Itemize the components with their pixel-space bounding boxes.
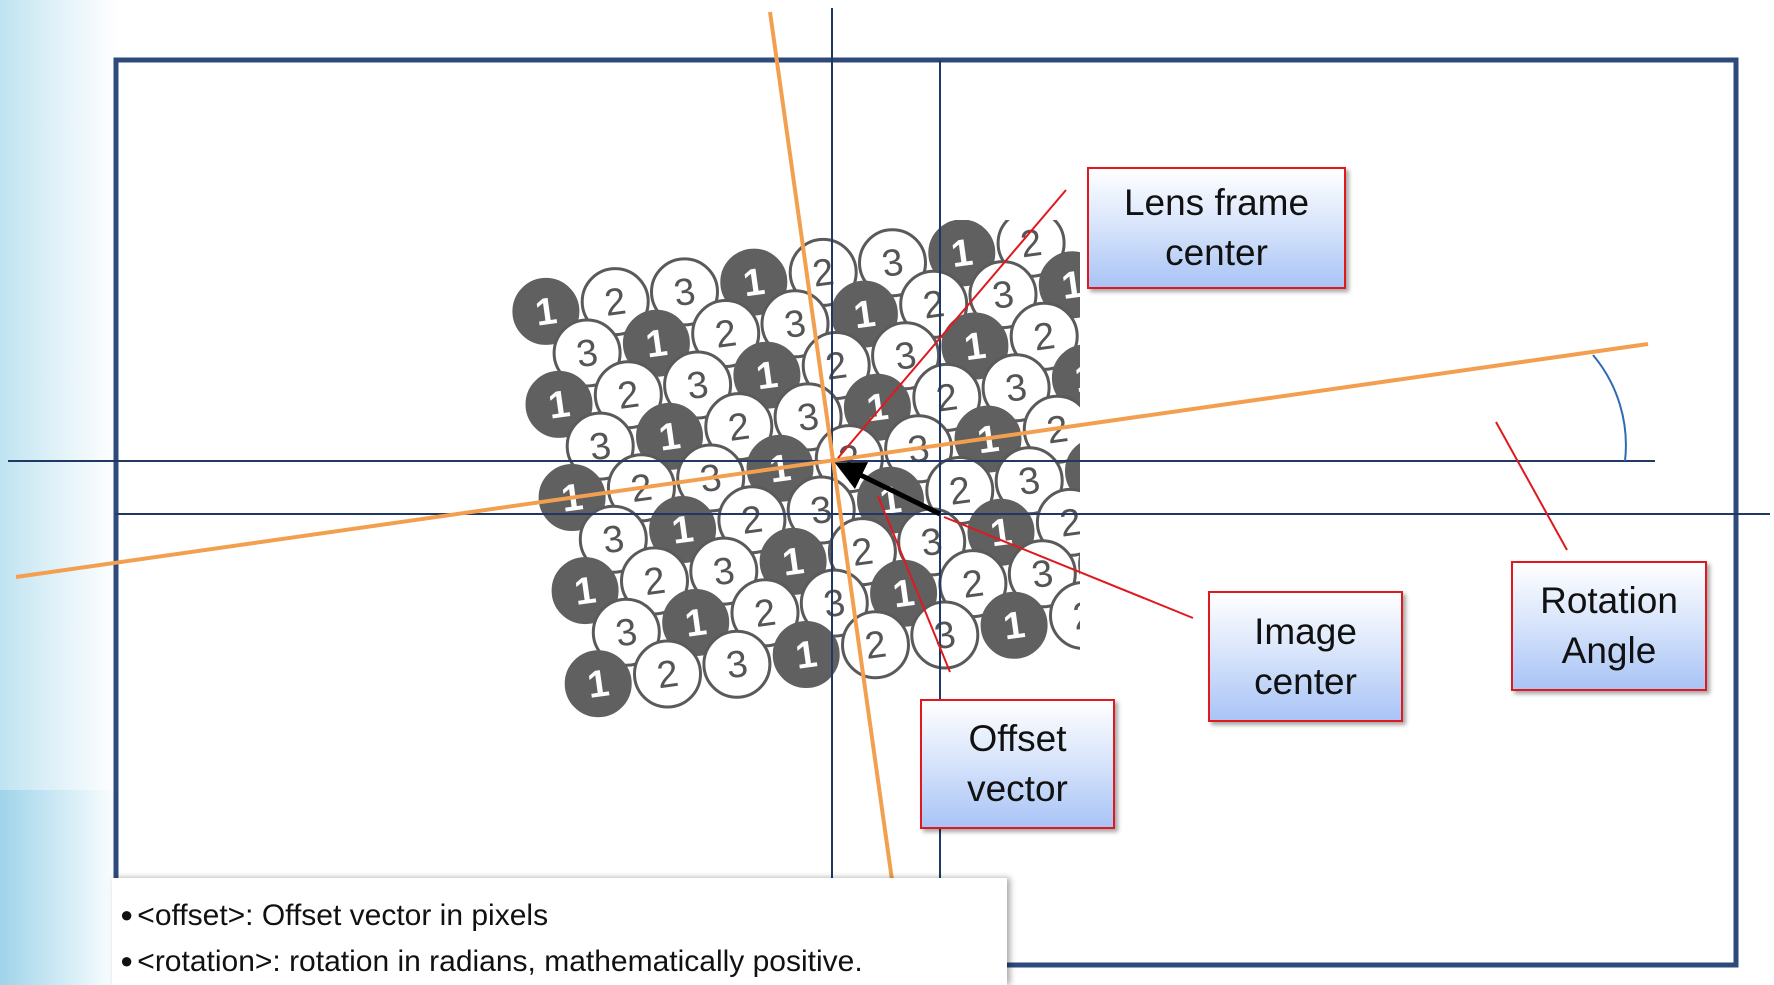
lens-circle [633,639,702,709]
lens-circle [525,370,593,438]
lens-pattern: 1231231231231231123123123123123112312312… [512,220,1112,718]
lens-circle [1007,539,1077,609]
lens-circle-label: 1 [1059,264,1086,309]
note-offset-text: <offset>: Offset vector in pixels [137,899,549,932]
rotation-angle-callout: Rotation Angle [1511,561,1707,691]
leader-rotation-angle [1495,421,1568,551]
lens-circle [968,260,1038,330]
lens-circle [689,536,759,606]
lens-circle [512,277,580,345]
image-center-callout: Image center [1208,591,1403,722]
lens-circle [858,228,927,298]
background-accent-top [0,0,120,790]
background-accent-bottom [0,790,120,985]
leader-image-center [943,516,1194,619]
lens-circle [578,504,648,574]
lens-circle [981,353,1051,423]
lens-circle [551,557,619,625]
lens-circle [841,610,910,680]
lens-circle-label: 1 [1072,357,1099,402]
notes-box: ●<offset>: Offset vector in pixels ●<rot… [112,878,1007,985]
lens-circle [565,411,635,481]
note-rotation: ●<rotation>: rotation in radians, mathem… [120,945,863,978]
lens-circle [1065,443,1080,499]
lens-circle [1051,344,1080,411]
note-rotation-text: <rotation>: rotation in radians, mathema… [137,945,863,978]
note-offset: ●<offset>: Offset vector in pixels [120,899,549,932]
lens-circle-label: 1 [1085,450,1112,495]
lens-circle [1078,553,1080,576]
lens-circle [564,650,632,718]
rotation-angle-arc [1592,354,1627,462]
offset-vector-callout: Offset vector [920,699,1115,829]
offset-vector-arrow [834,462,942,517]
lens-circle [591,597,661,667]
lens-circle [663,350,733,420]
lens-circle [980,591,1048,659]
leader-lens-frame-center [837,189,1067,459]
lens-circle [1049,581,1080,650]
lens-circle [552,318,622,388]
lens-circle [702,629,772,699]
lens-circle [871,321,941,391]
lens-frame-center-callout: Lens frame center [1087,167,1346,289]
lens-circle-label: 2 [1070,594,1097,639]
lens-circle [772,621,840,688]
rotated-vertical-axis [768,11,894,881]
lens-circle [650,257,719,327]
lens-circle-label: 2 [1057,501,1084,546]
leader-offset-vector [877,495,951,673]
